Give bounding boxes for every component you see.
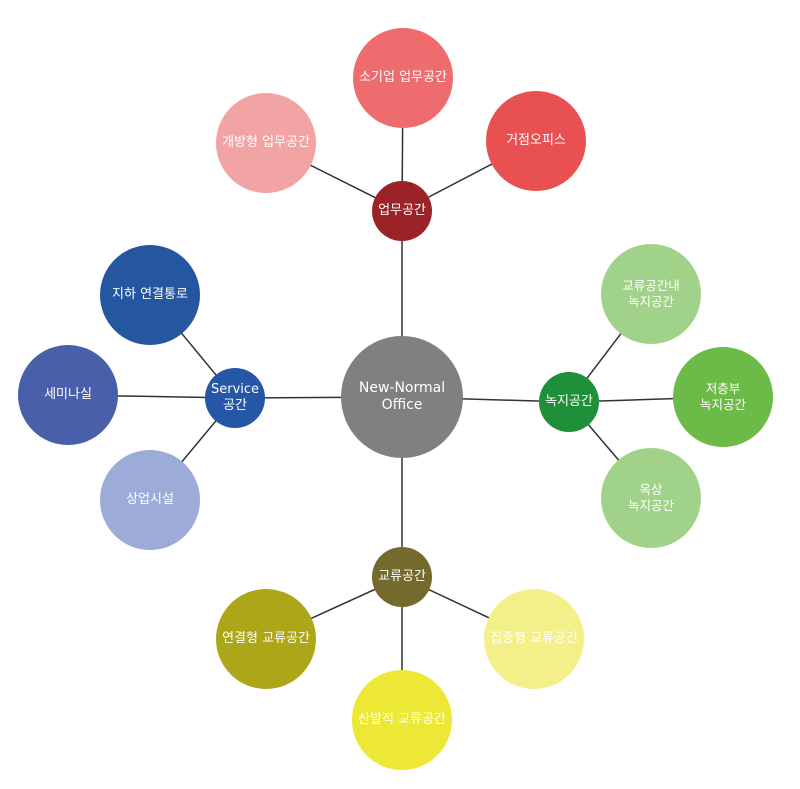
leaf-connected-exchange-label: 연결형 교류공간 [222,630,310,646]
leaf-node-rooftop-green: 옥상 녹지공간 [601,448,701,548]
center-node-label: New-Normal Office [358,379,446,414]
leaf-node-connected-exchange: 연결형 교류공간 [216,589,316,689]
leaf-node-exchange-green: 교류공간내 녹지공간 [601,244,701,344]
leaf-node-commercial-facility: 상업시설 [100,450,200,550]
leaf-node-concentrated-exchange: 집중형 교류공간 [484,589,584,689]
leaf-node-scattered-exchange: 산발적 교류공간 [352,670,452,770]
hub-node-work: 업무공간 [372,181,432,241]
leaf-lowrise-green-label: 저층부 녹지공간 [699,381,746,412]
leaf-node-open-office: 개방형 업무공간 [216,93,316,193]
hub-exchange-label: 교류공간 [378,568,426,584]
hub-work-label: 업무공간 [378,202,426,218]
leaf-commercial-facility-label: 상업시설 [126,491,174,507]
leaf-scattered-exchange-label: 산발적 교류공간 [358,711,446,727]
center-node-new-normal-office: New-Normal Office [341,336,463,458]
leaf-node-hub-office: 거점오피스 [486,91,586,191]
leaf-hub-office-label: 거점오피스 [506,132,566,148]
leaf-rooftop-green-label: 옥상 녹지공간 [627,482,674,513]
leaf-seminar-room-label: 세미나실 [44,386,92,402]
leaf-open-office-label: 개방형 업무공간 [222,134,310,150]
leaf-small-biz-office-label: 소기업 업무공간 [359,69,447,85]
hub-green-label: 녹지공간 [545,393,593,409]
hub-node-green: 녹지공간 [539,372,599,432]
leaf-node-lowrise-green: 저층부 녹지공간 [673,347,773,447]
leaf-node-underground-passage: 지하 연결통로 [100,245,200,345]
leaf-underground-passage-label: 지하 연결통로 [112,286,188,302]
leaf-concentrated-exchange-label: 집중형 교류공간 [490,630,578,646]
hub-node-service: Service 공간 [205,368,265,428]
hub-node-exchange: 교류공간 [372,547,432,607]
hub-service-label: Service 공간 [210,381,260,413]
leaf-node-small-biz-office: 소기업 업무공간 [353,28,453,128]
leaf-exchange-green-label: 교류공간내 녹지공간 [622,278,680,309]
leaf-node-seminar-room: 세미나실 [18,345,118,445]
